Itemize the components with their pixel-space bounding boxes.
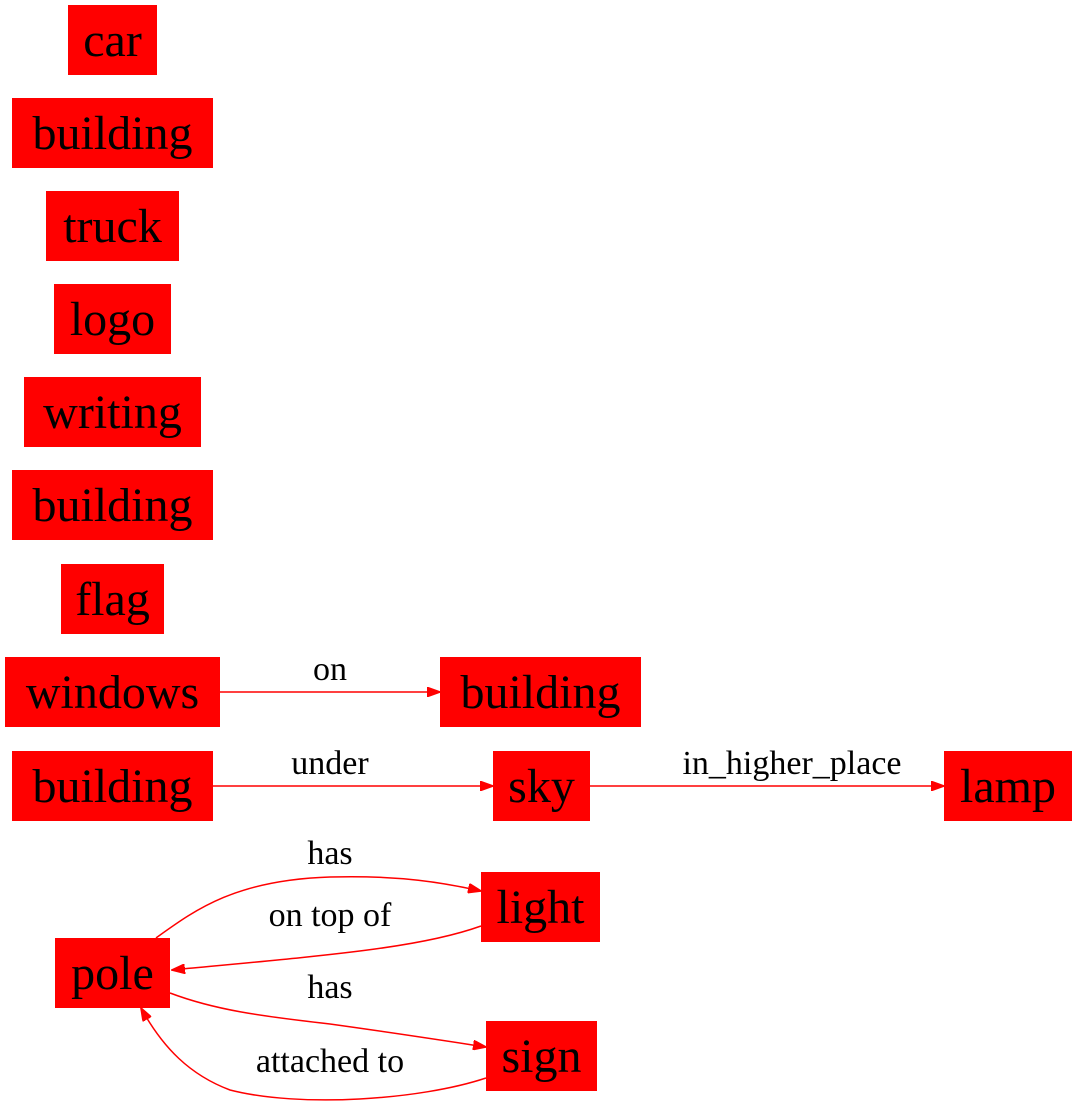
edge-label: on bbox=[313, 651, 347, 688]
edge-label: attached to bbox=[256, 1043, 404, 1080]
node-truck: truck bbox=[46, 191, 179, 261]
node-label: building bbox=[460, 666, 620, 719]
node-label: pole bbox=[71, 947, 154, 1000]
node-label: windows bbox=[26, 666, 199, 719]
node-building: building bbox=[12, 470, 213, 540]
edge-label: has bbox=[307, 835, 352, 872]
edge-line bbox=[155, 875, 481, 939]
node-label: light bbox=[496, 881, 585, 934]
node-label: logo bbox=[70, 293, 155, 346]
node-label: sky bbox=[508, 760, 575, 813]
node-label: sign bbox=[501, 1030, 581, 1083]
node-building: building bbox=[440, 657, 641, 727]
node-label: truck bbox=[63, 200, 162, 253]
node-label: flag bbox=[75, 573, 150, 626]
edge-light-on-top-of-pole: on top of bbox=[172, 897, 482, 970]
node-label: building bbox=[32, 760, 192, 813]
edge-pole-has-sign: has bbox=[169, 969, 486, 1047]
node-label: lamp bbox=[960, 760, 1056, 813]
node-pole: pole bbox=[55, 938, 170, 1008]
node-sign: sign bbox=[486, 1021, 597, 1091]
node-logo: logo bbox=[54, 284, 171, 354]
edge-label: under bbox=[291, 745, 369, 782]
edge-sky-in-higher-place-lamp: in_higher_place bbox=[590, 745, 944, 786]
node-label: car bbox=[83, 14, 142, 67]
node-windows: windows bbox=[5, 657, 220, 727]
node-label: building bbox=[32, 107, 192, 160]
edge-line bbox=[141, 1008, 487, 1101]
edges: on under in_higher_place has on top of h… bbox=[141, 651, 944, 1101]
edge-sign-attached-to-pole: attached to bbox=[141, 1008, 487, 1101]
edge-windows-on-building: on bbox=[220, 651, 440, 692]
edge-line bbox=[169, 992, 486, 1047]
node-building: building bbox=[12, 751, 213, 821]
node-light: light bbox=[481, 872, 600, 942]
node-label: writing bbox=[43, 386, 182, 439]
node-building: building bbox=[12, 98, 213, 168]
node-sky: sky bbox=[493, 751, 590, 821]
node-flag: flag bbox=[61, 564, 164, 634]
node-writing: writing bbox=[24, 377, 201, 447]
edge-label: on top of bbox=[269, 897, 392, 934]
node-car: car bbox=[68, 5, 157, 75]
edge-label: has bbox=[307, 969, 352, 1006]
edge-label: in_higher_place bbox=[682, 745, 901, 782]
node-lamp: lamp bbox=[944, 751, 1072, 821]
edge-line bbox=[172, 925, 482, 970]
nodes: car building truck logo writing building… bbox=[5, 5, 1072, 1091]
edge-pole-has-light: has bbox=[155, 835, 481, 939]
node-label: building bbox=[32, 479, 192, 532]
edge-building-under-sky: under bbox=[213, 745, 493, 786]
